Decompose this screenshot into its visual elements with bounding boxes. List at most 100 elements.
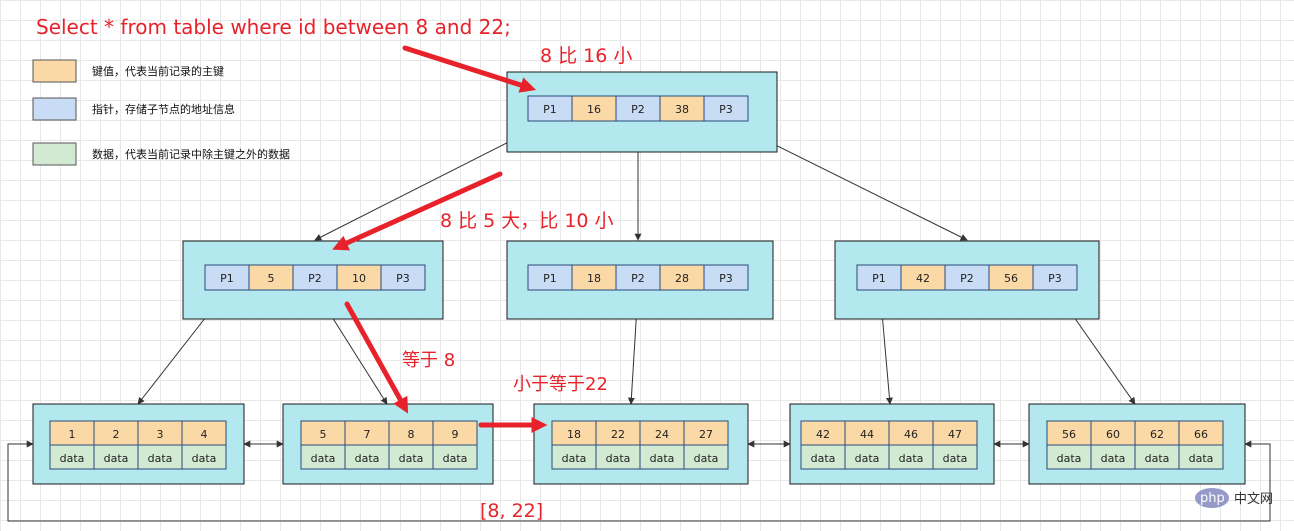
leaf-key-label: 22 xyxy=(611,428,625,441)
leaf-key-label: 4 xyxy=(201,428,208,441)
internal-node-2: P1 18 P2 28 P3 xyxy=(506,240,774,320)
pointer-cell xyxy=(944,264,990,291)
pointer-label: P1 xyxy=(872,272,886,285)
key-cell xyxy=(571,95,617,122)
leaf-key-label: 7 xyxy=(364,428,371,441)
key-label: 28 xyxy=(675,272,689,285)
leaf-data-cell xyxy=(93,444,139,470)
leaf-key-cell xyxy=(1178,420,1224,446)
pointer-cell xyxy=(615,264,661,291)
leaf-data-label: data xyxy=(811,452,836,465)
leaf-key-label: 24 xyxy=(655,428,669,441)
pointer-label: P3 xyxy=(719,272,733,285)
pointer-cell xyxy=(615,95,661,122)
leaf-key-label: 27 xyxy=(699,428,713,441)
leaf-key-label: 9 xyxy=(452,428,459,441)
leaf-key-label: 44 xyxy=(860,428,874,441)
leaf-data-label: data xyxy=(1189,452,1214,465)
key-cell xyxy=(336,264,382,291)
leaf-data-label: data xyxy=(399,452,424,465)
key-label: 56 xyxy=(1004,272,1018,285)
pointer-label: P1 xyxy=(543,272,557,285)
annotation-compare-level2: 8 比 5 大，比 10 小 xyxy=(440,210,614,232)
leaf-key-label: 60 xyxy=(1106,428,1120,441)
legend-data-label: 数据，代表当前记录中除主键之外的数据 xyxy=(92,147,290,161)
annotation-equal: 等于 8 xyxy=(402,350,455,371)
key-label: 18 xyxy=(587,272,601,285)
leaf-data-label: data xyxy=(899,452,924,465)
query-title: Select * from table where id between 8 a… xyxy=(36,15,511,39)
leaf-data-label: data xyxy=(650,452,675,465)
key-cell xyxy=(900,264,946,291)
leaf-data-label: data xyxy=(1101,452,1126,465)
leaf-data-cell xyxy=(1090,444,1136,470)
legend-data-swatch xyxy=(32,142,77,166)
pointer-label: P2 xyxy=(631,272,645,285)
leaf-data-cell xyxy=(800,444,846,470)
key-cell xyxy=(659,264,705,291)
leaf-data-label: data xyxy=(855,452,880,465)
leaf-key-cell xyxy=(432,420,478,446)
pointer-label: P3 xyxy=(1048,272,1062,285)
pointer-label: P1 xyxy=(220,272,234,285)
pointer-cell xyxy=(856,264,902,291)
pointer-label: P3 xyxy=(396,272,410,285)
legend-key-label: 键值，代表当前记录的主键 xyxy=(92,64,224,78)
leaf-key-label: 2 xyxy=(113,428,120,441)
leaf-data-cell xyxy=(1178,444,1224,470)
legend-pointer-label: 指针，存储子节点的地址信息 xyxy=(92,102,235,116)
leaf-data-cell xyxy=(1046,444,1092,470)
key-label: 5 xyxy=(268,272,275,285)
leaf-data-label: data xyxy=(1145,452,1170,465)
leaf-data-cell xyxy=(137,444,183,470)
leaf-data-label: data xyxy=(104,452,129,465)
leaf-key-cell xyxy=(49,420,95,446)
leaf-data-cell xyxy=(49,444,95,470)
leaf-data-label: data xyxy=(562,452,587,465)
pointer-label: P2 xyxy=(631,103,645,116)
annotation-compare-root: 8 比 16 小 xyxy=(540,45,632,67)
key-cell xyxy=(248,264,294,291)
leaf-data-cell xyxy=(432,444,478,470)
watermark-text: 中文网 xyxy=(1234,492,1273,507)
annotation-le: 小于等于22 xyxy=(513,374,608,395)
leaf-data-cell xyxy=(181,444,227,470)
leaf-key-label: 8 xyxy=(408,428,415,441)
key-label: 38 xyxy=(675,103,689,116)
key-cell xyxy=(659,95,705,122)
leaf-data-cell xyxy=(888,444,934,470)
leaf-data-cell xyxy=(844,444,890,470)
pointer-label: P2 xyxy=(308,272,322,285)
leaf-data-cell xyxy=(551,444,597,470)
watermark-logo: php xyxy=(1200,491,1225,506)
leaf-data-cell xyxy=(932,444,978,470)
leaf-data-cell xyxy=(1134,444,1180,470)
pointer-cell xyxy=(380,264,426,291)
key-label: 16 xyxy=(587,103,601,116)
watermark: php 中文网 xyxy=(1195,488,1273,508)
leaf-key-cell xyxy=(1134,420,1180,446)
leaf-key-label: 18 xyxy=(567,428,581,441)
red-arrow-leaf xyxy=(344,301,409,414)
leaf-key-cell xyxy=(639,420,685,446)
leaf-data-cell xyxy=(639,444,685,470)
leaf-data-label: data xyxy=(694,452,719,465)
leaf-key-label: 5 xyxy=(320,428,327,441)
red-arrow-root xyxy=(402,45,537,93)
legend-key-swatch xyxy=(32,59,77,83)
leaf-key-label: 62 xyxy=(1150,428,1164,441)
key-cell xyxy=(571,264,617,291)
pointer-cell xyxy=(527,264,573,291)
pointer-cell xyxy=(527,95,573,122)
key-label: 10 xyxy=(352,272,366,285)
pointer-cell xyxy=(292,264,338,291)
leaf-data-label: data xyxy=(443,452,468,465)
pointer-cell xyxy=(703,95,749,122)
leaf-wrap-link xyxy=(7,440,1271,522)
pointer-cell xyxy=(1032,264,1078,291)
